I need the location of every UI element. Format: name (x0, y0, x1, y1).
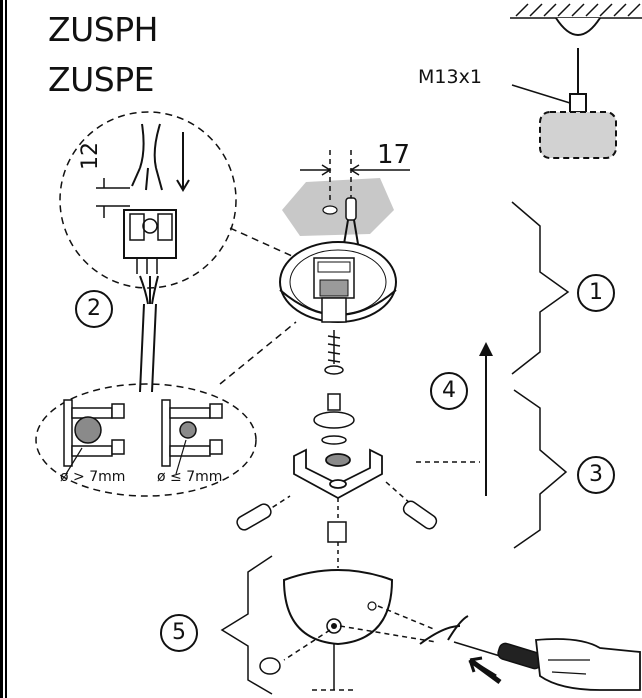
step-2-badge: 2 (75, 290, 113, 328)
model-name-2: ZUSPE (48, 60, 154, 99)
thread-nipple (569, 93, 587, 113)
mounting-bracket (293, 448, 383, 500)
dimension-17-label: 17 (377, 140, 411, 170)
dimension-12-label: 12 (78, 142, 103, 170)
lamp-dome (282, 569, 394, 646)
side-screw-right (385, 481, 438, 530)
step-3-badge: 3 (577, 456, 615, 494)
side-screw-left (236, 495, 291, 531)
small-cap (259, 657, 281, 675)
diameter-small-label: ø ≤ 7mm (157, 469, 223, 485)
nut-stack (313, 393, 355, 445)
brace-step1 (511, 201, 570, 375)
brace-step5 (220, 555, 273, 695)
thread-label: M13x1 (418, 66, 482, 88)
ceiling-canopy (555, 17, 601, 36)
step-5-badge: 5 (160, 614, 198, 652)
detail-ellipse-clamps (35, 383, 257, 497)
model-name-1: ZUSPH (48, 10, 158, 49)
screwdriver (453, 641, 543, 670)
lamp-shade-dashed (539, 111, 617, 159)
dim-12-marks (96, 178, 130, 218)
ceiling-patch (282, 178, 394, 236)
diameter-large-label: ø > 7mm (60, 469, 126, 485)
thread-leader (511, 84, 571, 104)
hand (535, 638, 641, 691)
ceiling-hatch (510, 3, 642, 19)
step-4-badge: 4 (430, 372, 468, 410)
step-1-badge: 1 (577, 274, 615, 312)
wire-bundle (131, 123, 163, 191)
clamp-large (63, 399, 125, 467)
cable (139, 275, 159, 393)
clamp-small (161, 399, 223, 467)
detail-circle-wires (59, 111, 237, 289)
brace-step3 (513, 389, 568, 549)
dim-17-marks (300, 150, 410, 200)
mounting-screw (324, 330, 344, 375)
terminal-block (123, 209, 177, 259)
page-border (0, 0, 7, 698)
